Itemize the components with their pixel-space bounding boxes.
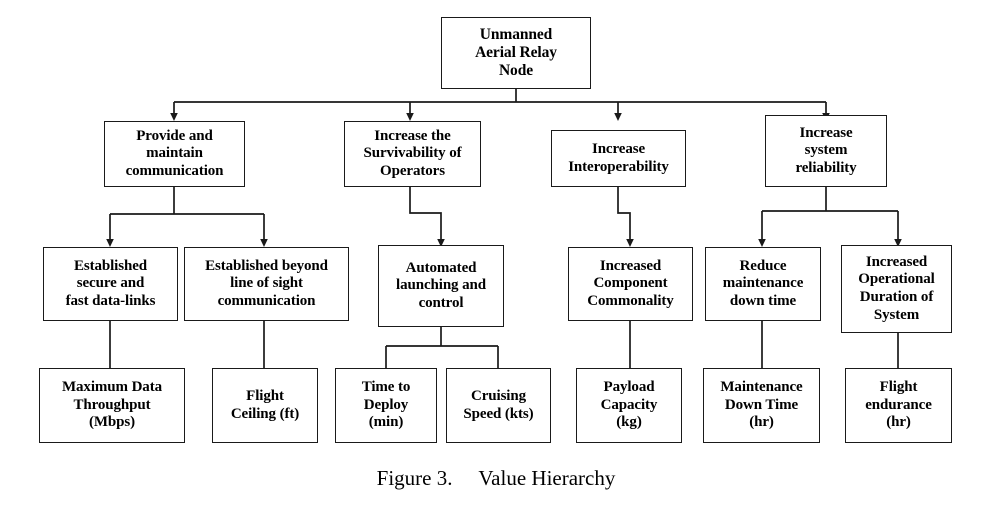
figure-caption: Figure 3. Value Hierarchy (376, 466, 616, 490)
arrowhead-automated-launch (437, 239, 445, 247)
arrowhead-survivability (406, 113, 414, 121)
arrowhead-interoperability (614, 113, 622, 121)
arrowhead-reduce-maintenance (758, 239, 766, 247)
arrowhead-blos (260, 239, 268, 247)
arrowhead-component-commonality (626, 239, 634, 247)
wire-survivability-elbow (409, 187, 442, 240)
wire-interoperability-elbow (617, 187, 631, 240)
arrowhead-secure-datalinks (106, 239, 114, 247)
arrowhead-operational-duration (894, 239, 902, 247)
arrowhead-communication (170, 113, 178, 121)
